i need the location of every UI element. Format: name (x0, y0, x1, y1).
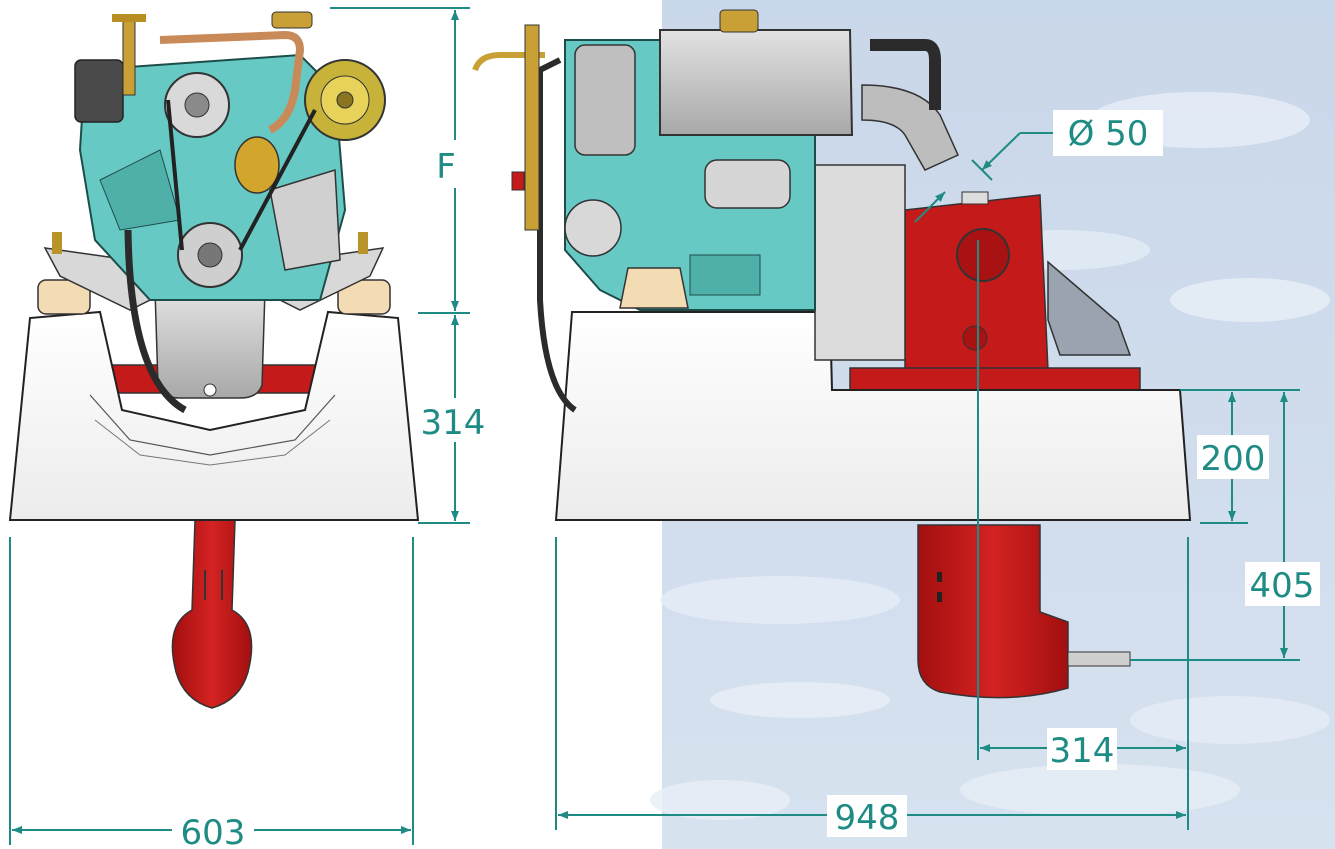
dim-side-shaft-offset: 314 (977, 240, 1186, 771)
dim-label-side-bed-height: 200 (1201, 439, 1266, 479)
front-oil-filter (234, 136, 280, 194)
brass-filler-cap (271, 11, 313, 29)
dim-label-side-length: 948 (835, 798, 900, 838)
dim-front-height-lower: 314 (418, 315, 490, 524)
brass-vent-pipe (472, 52, 545, 72)
dim-label-front-width: 603 (181, 813, 246, 849)
front-saildrive-leg (171, 519, 253, 709)
side-black-hose-top (870, 39, 941, 110)
side-engine-bed (554, 311, 1192, 521)
drive-belt (166, 99, 317, 251)
front-black-hose (124, 229, 187, 414)
drain-plug-icon (203, 383, 217, 397)
brass-filler-left (122, 19, 136, 96)
copper-pipe (159, 30, 305, 134)
exhaust-elbow (861, 84, 959, 171)
dim-front-width: 603 (9, 537, 414, 849)
water-pump-pulley-icon (164, 72, 230, 138)
dim-front-height-upper: F (330, 7, 470, 314)
side-gearbox (849, 191, 1141, 391)
front-oil-sump (154, 289, 266, 399)
dim-label-side-shaft-offset: 314 (1050, 731, 1115, 771)
red-valve-icon (511, 171, 525, 191)
side-brass-filler (524, 24, 540, 231)
side-black-hose-left (537, 57, 577, 413)
front-view (8, 11, 420, 709)
dim-label-front-height-lower: 314 (421, 403, 486, 443)
front-air-filter (74, 59, 124, 123)
dimension-annotations: 603 F 314 948 314 (9, 7, 1320, 849)
crank-pulley-icon (177, 222, 243, 288)
side-alternator (574, 44, 636, 156)
rocker-cover (659, 9, 854, 136)
side-view (472, 9, 1192, 699)
starter-motor (704, 159, 791, 209)
dim-exhaust-diameter: Ø 50 (914, 110, 1163, 223)
side-engine-mount (619, 267, 689, 309)
propeller-shaft (1067, 651, 1131, 667)
side-oil-filter (564, 199, 622, 257)
dim-side-shaft-drop: 405 (1130, 392, 1320, 661)
dim-label-side-shaft-drop: 405 (1250, 566, 1315, 606)
front-engine-block (78, 53, 347, 301)
side-support-bracket (1047, 260, 1132, 356)
dim-label-exhaust-diameter: Ø 50 (1068, 114, 1149, 154)
dim-label-front-height-upper: F (436, 147, 456, 187)
flywheel-housing (814, 164, 906, 361)
dim-side-bed-height: 200 (1180, 389, 1300, 524)
dim-side-length: 948 (555, 537, 1189, 838)
side-saildrive-leg (917, 524, 1131, 699)
alternator-icon (304, 59, 386, 141)
front-engine-bed (8, 310, 420, 521)
